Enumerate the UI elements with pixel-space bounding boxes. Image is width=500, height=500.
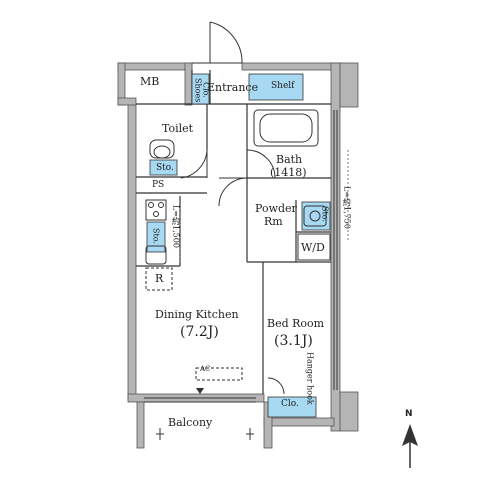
windows	[144, 110, 338, 440]
powder-storage-label: Sto.	[320, 206, 330, 222]
north-label: N	[405, 409, 413, 419]
north-compass	[402, 424, 418, 468]
entrance-marker	[196, 388, 204, 394]
bath-label: Bath	[276, 153, 303, 166]
ac-label: AC	[200, 365, 211, 373]
dining-kitchen-size: (7.2J)	[180, 324, 219, 340]
dimension-lines	[179, 150, 349, 262]
right-ceiling-dimension: L=約1,750	[342, 186, 352, 229]
pipe-space-label: PS	[152, 180, 165, 190]
toilet-storage-label: Sto.	[156, 163, 174, 173]
entrance-label: Entrance	[207, 81, 259, 94]
powder-room-label-2: Rm	[264, 215, 283, 228]
shelf-label: Shelf	[271, 81, 295, 91]
toilet-label: Toilet	[162, 122, 194, 135]
bath-size-label: (1418)	[270, 166, 307, 179]
kitchen-ceiling-dimension: L=約1,500	[171, 205, 181, 248]
refrigerator-label: R	[155, 272, 164, 285]
dining-kitchen-label: Dining Kitchen	[155, 308, 239, 321]
walls	[117, 62, 359, 449]
shoes-closet-label-1: Shoes	[193, 78, 203, 103]
closet-label: Clo.	[281, 399, 299, 409]
fixtures	[145, 109, 331, 381]
shoes-closet-label-2: Clo.	[201, 82, 211, 98]
bedroom-size: (3.1J)	[274, 333, 313, 349]
storage-areas	[146, 73, 331, 418]
mb-label: MB	[140, 75, 160, 88]
kitchen-storage-label: Sto.	[151, 228, 161, 244]
partitions	[136, 70, 331, 394]
doors	[180, 21, 285, 395]
washer-dryer-label: W/D	[301, 241, 325, 254]
powder-room-label-1: Powder	[255, 202, 297, 215]
balcony-label: Balcony	[168, 416, 213, 429]
hanger-hook-label: Hanger hook	[305, 352, 315, 405]
bedroom-label: Bed Room	[267, 317, 325, 330]
